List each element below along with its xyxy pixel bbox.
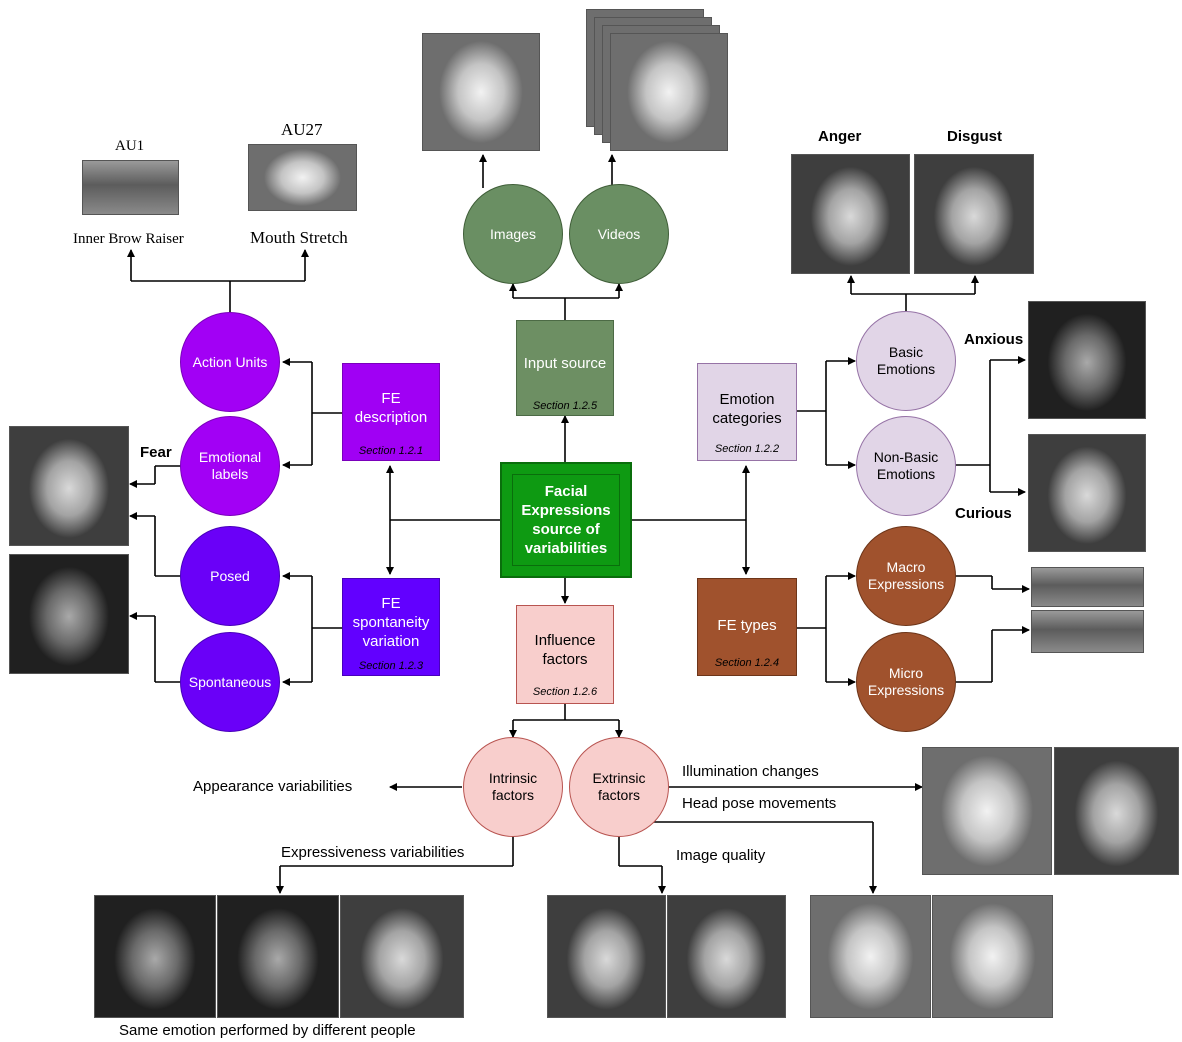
au1-eyes-photo <box>82 160 179 215</box>
emotion-categories-section: Section 1.2.2 <box>714 443 780 455</box>
fe-types-title: FE types <box>717 616 777 634</box>
center-title: Facial Expressions source of variabiliti… <box>521 483 611 557</box>
person-2-photo <box>217 895 339 1018</box>
image-quality-photo-1 <box>547 895 666 1018</box>
au27-label: AU27 <box>281 120 323 139</box>
fe-types-box: FE types Section 1.2.4 <box>697 578 797 676</box>
anger-label: Anger <box>818 128 862 145</box>
illumination-photo-2 <box>1054 747 1179 875</box>
appearance-variabilities-label: Appearance variabilities <box>193 778 353 795</box>
curious-label: Curious <box>955 505 1012 522</box>
macro-expressions-node: Macro Expressions <box>856 526 956 626</box>
input-source-box: Input source Section 1.2.5 <box>516 320 614 416</box>
head-pose-photo-2 <box>932 895 1053 1018</box>
influence-factors-title: Influence factors <box>534 631 596 668</box>
fe-spontaneity-title: FE spontaneity variation <box>352 594 430 650</box>
anger-face-photo <box>791 154 910 274</box>
fe-spontaneity-section: Section 1.2.3 <box>358 660 424 672</box>
basic-emotions-node: Basic Emotions <box>856 311 956 411</box>
video-frame-photo <box>610 33 728 151</box>
extrinsic-factors-node: Extrinsic factors <box>569 737 669 837</box>
fe-description-title: FE description <box>354 390 428 426</box>
illumination-changes-label: Illumination changes <box>682 763 819 780</box>
au27-mouth-photo <box>248 144 357 211</box>
fe-description-box: FE description Section 1.2.1 <box>342 363 440 461</box>
micro-expressions-node: Micro Expressions <box>856 632 956 732</box>
macro-eyes-photo <box>1031 567 1144 607</box>
head-pose-photo-1 <box>810 895 931 1018</box>
anxious-label: Anxious <box>964 331 1024 348</box>
disgust-face-photo <box>914 154 1034 274</box>
center-box: Facial Expressions source of variabiliti… <box>500 462 632 578</box>
emotion-categories-box: Emotion categories Section 1.2.2 <box>697 363 797 461</box>
fear-label: Fear <box>140 444 172 461</box>
illumination-photo-1 <box>922 747 1052 875</box>
intrinsic-factors-node: Intrinsic factors <box>463 737 563 837</box>
non-basic-emotions-node: Non-Basic Emotions <box>856 416 956 516</box>
image-quality-photo-2 <box>667 895 786 1018</box>
emotional-labels-node: Emotional labels <box>180 416 280 516</box>
influence-factors-box: Influence factors Section 1.2.6 <box>516 605 614 704</box>
micro-eyes-photo <box>1031 610 1144 653</box>
fear-face-photo <box>9 426 129 546</box>
input-source-title: Input source <box>523 354 607 372</box>
images-node: Images <box>463 184 563 284</box>
fe-types-section: Section 1.2.4 <box>714 657 780 669</box>
spontaneous-node: Spontaneous <box>180 632 280 732</box>
curious-face-photo <box>1028 434 1146 552</box>
fe-spontaneity-box: FE spontaneity variation Section 1.2.3 <box>342 578 440 676</box>
emotion-categories-title: Emotion categories <box>712 391 782 427</box>
videos-node: Videos <box>569 184 669 284</box>
image-quality-label: Image quality <box>676 847 766 864</box>
au1-label: AU1 <box>115 138 145 154</box>
head-pose-movements-label: Head pose movements <box>682 795 837 812</box>
expressiveness-variabilities-label: Expressiveness variabilities <box>281 844 465 861</box>
spontaneous-man-photo <box>9 554 129 674</box>
posed-node: Posed <box>180 526 280 626</box>
action-units-node: Action Units <box>180 312 280 412</box>
fe-description-section: Section 1.2.1 <box>358 445 424 457</box>
person-1-photo <box>94 895 216 1018</box>
input-source-section: Section 1.2.5 <box>532 400 598 412</box>
anxious-face-photo <box>1028 301 1146 419</box>
disgust-label: Disgust <box>947 128 1003 145</box>
mouth-stretch-label: Mouth Stretch <box>250 228 348 247</box>
influence-factors-section: Section 1.2.6 <box>532 686 598 698</box>
inner-brow-raiser-label: Inner Brow Raiser <box>73 231 184 247</box>
smiling-face-photo <box>422 33 540 151</box>
same-emotion-caption: Same emotion performed by different peop… <box>119 1022 416 1039</box>
person-3-photo <box>340 895 464 1018</box>
